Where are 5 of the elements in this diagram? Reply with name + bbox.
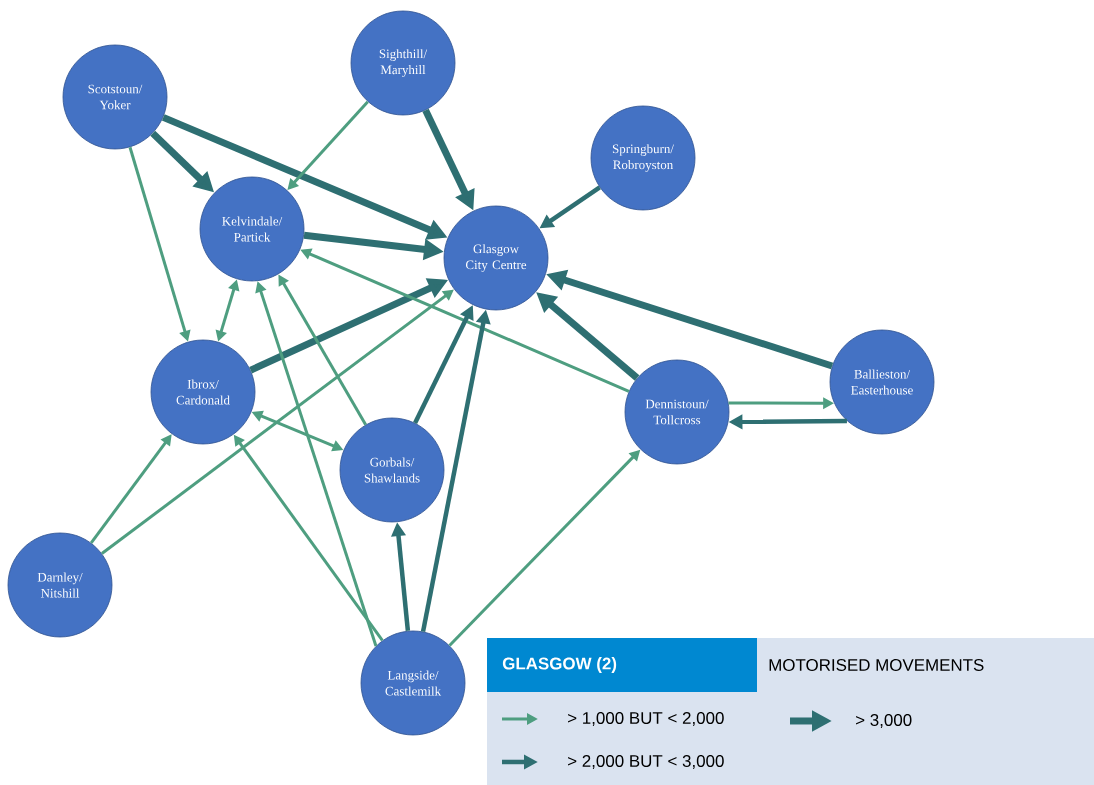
- legend-label: > 2,000 BUT < 3,000: [568, 755, 724, 769]
- legend-header: GLASGOW (2): [487, 638, 757, 692]
- legend-heading: MOTORISED MOVEMENTS: [769, 659, 984, 671]
- legend-label: > 3,000: [856, 714, 912, 728]
- legend-label: > 1,000 BUT < 2,000: [568, 712, 724, 726]
